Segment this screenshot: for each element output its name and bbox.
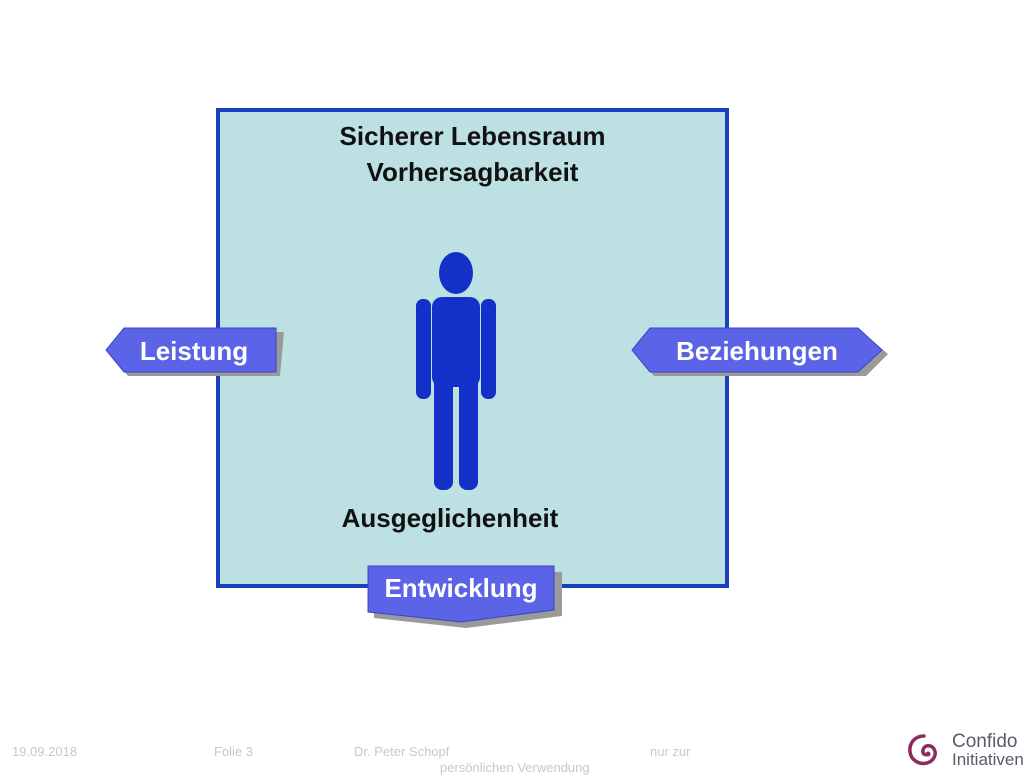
logo-text-line-1: Confido — [952, 731, 1018, 752]
tag-leistung-label: Leistung — [139, 336, 249, 366]
tag-leistung: Leistung — [104, 326, 284, 382]
title-line-1: Sicherer Lebensraum — [339, 121, 606, 151]
footer-date: 19.09.2018 — [12, 744, 78, 759]
footer-author: Dr. Peter Schopf — [354, 744, 450, 759]
title-line-2: Vorhersagbarkeit — [366, 157, 579, 187]
confido-logo-mark — [908, 734, 937, 766]
footer-slide-number: Folie 3 — [214, 744, 254, 759]
center-label: Ausgeglichenheit — [341, 503, 559, 533]
tag-beziehungen: Beziehungen — [630, 326, 892, 382]
tag-entwicklung-label: Entwicklung — [384, 573, 538, 603]
diagram-title: Sicherer Lebensraum Vorhersagbarkeit — [216, 118, 729, 190]
tag-beziehungen-label: Beziehungen — [676, 336, 838, 366]
tag-beziehungen-shape — [631, 327, 888, 376]
person-icon — [416, 252, 496, 490]
logo-text-line-2: Initiativen — [952, 750, 1024, 769]
tag-entwicklung: Entwicklung — [366, 564, 562, 630]
tag-entwicklung-shape — [367, 565, 562, 628]
confido-logo: Confido Initiativen — [904, 730, 1024, 769]
footer-note-line-1: nur zur — [650, 744, 691, 759]
tag-leistung-shape — [105, 327, 284, 376]
